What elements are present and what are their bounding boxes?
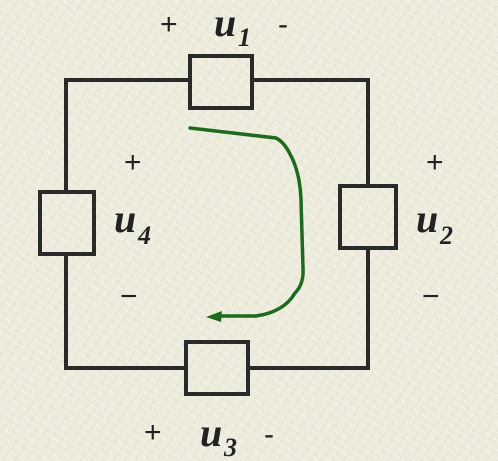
- circuit-loop: [64, 78, 370, 370]
- wire-bottom-right: [248, 250, 370, 370]
- element-u4: [38, 190, 96, 256]
- u2-subscript: 2: [439, 221, 453, 250]
- u3-subscript: 3: [223, 433, 237, 461]
- element-u2: [338, 184, 398, 250]
- u4-symbol: u: [114, 196, 136, 241]
- label-u1: + u 1 -: [160, 0, 288, 52]
- wire-left-bottom: [64, 254, 186, 370]
- loop-direction-arrow: [188, 126, 305, 322]
- u3-symbol: u: [200, 410, 222, 455]
- wire-top-left: [64, 78, 190, 192]
- u1-symbol: u: [214, 0, 236, 45]
- u4-subscript: 4: [137, 221, 151, 250]
- u3-minus-sign: -: [264, 418, 274, 451]
- element-u3: [184, 340, 250, 396]
- loop-arrowhead: [206, 311, 222, 322]
- label-u4: + u 4 −: [114, 146, 151, 313]
- label-u3: + u 3 -: [144, 410, 274, 461]
- u2-plus-sign: +: [426, 146, 444, 179]
- u2-minus-sign: −: [422, 280, 440, 313]
- u1-minus-sign: -: [278, 8, 288, 41]
- u4-minus-sign: −: [120, 280, 138, 313]
- label-u2: + u 2 −: [416, 146, 453, 313]
- u3-plus-sign: +: [144, 416, 162, 449]
- u1-subscript: 1: [238, 23, 251, 52]
- element-u1: [188, 54, 254, 110]
- loop-arrow-curve: [188, 126, 305, 318]
- u1-plus-sign: +: [160, 8, 178, 41]
- u2-symbol: u: [416, 196, 438, 241]
- wire-right-top: [252, 78, 370, 186]
- u4-plus-sign: +: [124, 146, 142, 179]
